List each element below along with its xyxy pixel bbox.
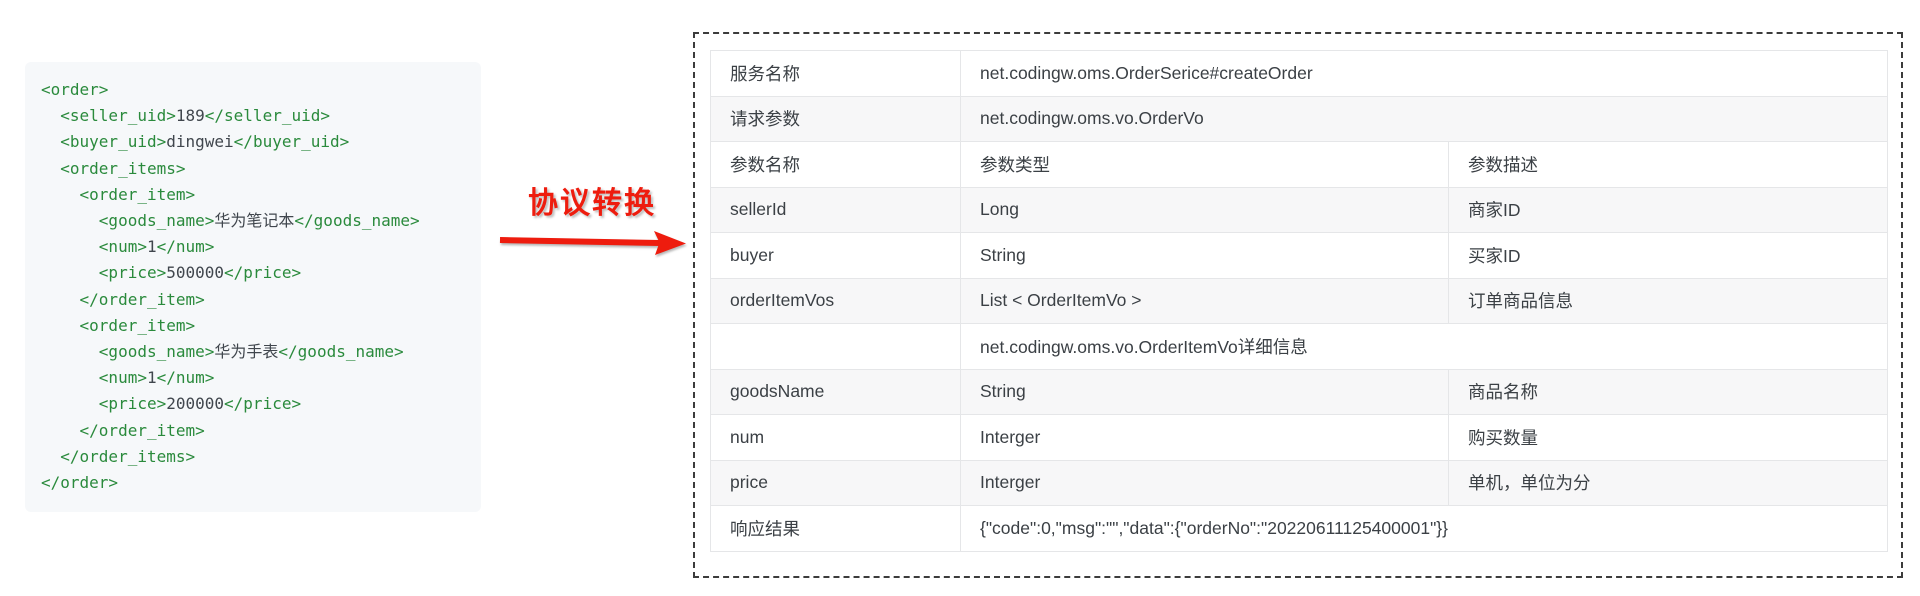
table-cell: 商家ID bbox=[1448, 186, 1888, 233]
xml-tag-token: </order_items> bbox=[60, 446, 196, 466]
xml-value-token bbox=[41, 342, 99, 361]
xml-tag-token: </num> bbox=[156, 237, 215, 257]
xml-tag-token: <num> bbox=[98, 237, 147, 257]
xml-tag-token: <order> bbox=[41, 80, 109, 99]
table-cell: num bbox=[710, 414, 961, 461]
table-cell: 参数描述 bbox=[1448, 141, 1888, 188]
xml-tag-token: <price> bbox=[98, 394, 167, 414]
xml-code: <order> <seller_uid>189</seller_uid> <bu… bbox=[41, 77, 471, 496]
table-cell: 单机，单位为分 bbox=[1448, 459, 1888, 506]
xml-value-token: 华为手表 bbox=[214, 342, 279, 362]
xml-value-token: 200000 bbox=[166, 394, 225, 414]
table-row: 响应结果{"code":0,"msg":"","data":{"orderNo"… bbox=[710, 505, 1888, 552]
xml-tag-token: </goods_name> bbox=[278, 342, 404, 362]
xml-value-token bbox=[41, 159, 60, 178]
xml-tag-token: <buyer_uid> bbox=[60, 132, 167, 152]
table-cell: List < OrderItemVo > bbox=[960, 277, 1449, 324]
xml-value-token: 华为笔记本 bbox=[214, 211, 295, 231]
table-row: 参数名称参数类型参数描述 bbox=[710, 141, 1888, 188]
xml-tag-token: <order_items> bbox=[60, 158, 186, 178]
xml-tag-token: <goods_name> bbox=[98, 342, 215, 362]
xml-tag-token: <price> bbox=[98, 263, 167, 283]
table-cell: 参数名称 bbox=[710, 141, 961, 188]
xml-tag-token: </order_item> bbox=[79, 420, 205, 440]
xml-tag-token: </seller_uid> bbox=[204, 106, 330, 126]
xml-value-token bbox=[41, 447, 60, 466]
table-cell: net.codingw.oms.OrderSerice#createOrder bbox=[960, 50, 1888, 97]
table-cell: net.codingw.oms.vo.OrderItemVo详细信息 bbox=[960, 323, 1888, 370]
xml-code-panel: <order> <seller_uid>189</seller_uid> <bu… bbox=[25, 62, 481, 512]
table-cell: Interger bbox=[960, 414, 1449, 461]
xml-tag-token: <num> bbox=[98, 368, 147, 388]
table-cell: 响应结果 bbox=[710, 505, 961, 552]
table-cell: 请求参数 bbox=[710, 95, 961, 142]
xml-value-token bbox=[41, 132, 60, 151]
xml-value-token bbox=[41, 237, 99, 256]
xml-value-token: dingwei bbox=[166, 132, 234, 152]
table-cell: 买家ID bbox=[1448, 232, 1888, 279]
xml-tag-token: </goods_name> bbox=[294, 211, 420, 231]
xml-tag-token: <goods_name> bbox=[98, 211, 215, 231]
xml-value-token: 1 bbox=[146, 368, 157, 388]
table-cell: price bbox=[710, 459, 961, 506]
table-cell: 订单商品信息 bbox=[1448, 277, 1888, 324]
xml-value-token bbox=[41, 106, 60, 125]
xml-value-token: 500000 bbox=[166, 263, 225, 283]
xml-value-token bbox=[41, 394, 99, 413]
table-cell: String bbox=[960, 232, 1449, 279]
table-cell: {"code":0,"msg":"","data":{"orderNo":"20… bbox=[960, 505, 1888, 552]
table-cell: net.codingw.oms.vo.OrderVo bbox=[960, 95, 1888, 142]
table-cell: Interger bbox=[960, 459, 1449, 506]
xml-tag-token: </price> bbox=[224, 394, 302, 414]
xml-value-token bbox=[41, 185, 80, 204]
table-cell bbox=[710, 323, 961, 370]
table-cell: String bbox=[960, 368, 1449, 415]
xml-value-token: 1 bbox=[146, 237, 157, 257]
xml-value-token bbox=[41, 368, 99, 387]
table-cell: sellerId bbox=[710, 186, 961, 233]
xml-value-token bbox=[41, 263, 99, 282]
xml-value-token bbox=[41, 290, 80, 309]
xml-value-token bbox=[41, 421, 80, 440]
xml-tag-token: </buyer_uid> bbox=[233, 132, 350, 152]
protocol-conversion-label: 协议转换 bbox=[528, 187, 656, 220]
table-cell: 服务名称 bbox=[710, 50, 961, 97]
table-cell: 购买数量 bbox=[1448, 414, 1888, 461]
xml-tag-token: </order> bbox=[41, 473, 119, 493]
table-cell: goodsName bbox=[710, 368, 961, 415]
xml-tag-token: </price> bbox=[224, 263, 302, 283]
xml-value-token bbox=[41, 316, 80, 335]
table-row: net.codingw.oms.vo.OrderItemVo详细信息 bbox=[710, 323, 1888, 370]
xml-value-token bbox=[41, 211, 99, 230]
xml-tag-token: </num> bbox=[156, 368, 215, 388]
table-cell: 商品名称 bbox=[1448, 368, 1888, 415]
xml-value-token: 189 bbox=[175, 106, 205, 126]
xml-tag-token: <seller_uid> bbox=[60, 106, 176, 126]
table-cell: orderItemVos bbox=[710, 277, 961, 324]
xml-tag-token: <order_item> bbox=[79, 184, 196, 204]
right-arrow-icon bbox=[499, 231, 686, 255]
table-cell: buyer bbox=[710, 232, 961, 279]
table-cell: 参数类型 bbox=[960, 141, 1449, 188]
xml-tag-token: <order_item> bbox=[79, 315, 196, 335]
xml-tag-token: </order_item> bbox=[79, 289, 205, 309]
table-cell: Long bbox=[960, 186, 1449, 233]
protocol-conversion-arrow-group: 协议转换 bbox=[494, 178, 690, 260]
